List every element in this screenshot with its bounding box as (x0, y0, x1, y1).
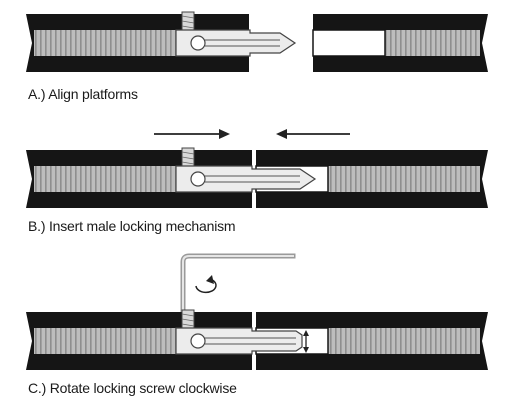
right-platform (312, 14, 488, 72)
rotate-clockwise-icon (195, 275, 217, 294)
arrow-right-icon (154, 129, 230, 139)
male-locking-mechanism (175, 309, 303, 355)
step-a-illustration (26, 11, 488, 72)
step-b-illustration (26, 129, 488, 208)
step-b-caption: B.) Insert male locking mechanism (28, 218, 236, 234)
male-locking-mechanism (175, 11, 297, 57)
male-locking-mechanism (175, 147, 317, 193)
step-c-illustration (26, 253, 488, 370)
step-a-caption: A.) Align platforms (28, 86, 138, 102)
step-c-caption: C.) Rotate locking screw clockwise (28, 380, 237, 396)
arrow-left-icon (276, 129, 350, 139)
double-arrow-icon (303, 330, 309, 353)
allen-key-icon (180, 253, 296, 321)
